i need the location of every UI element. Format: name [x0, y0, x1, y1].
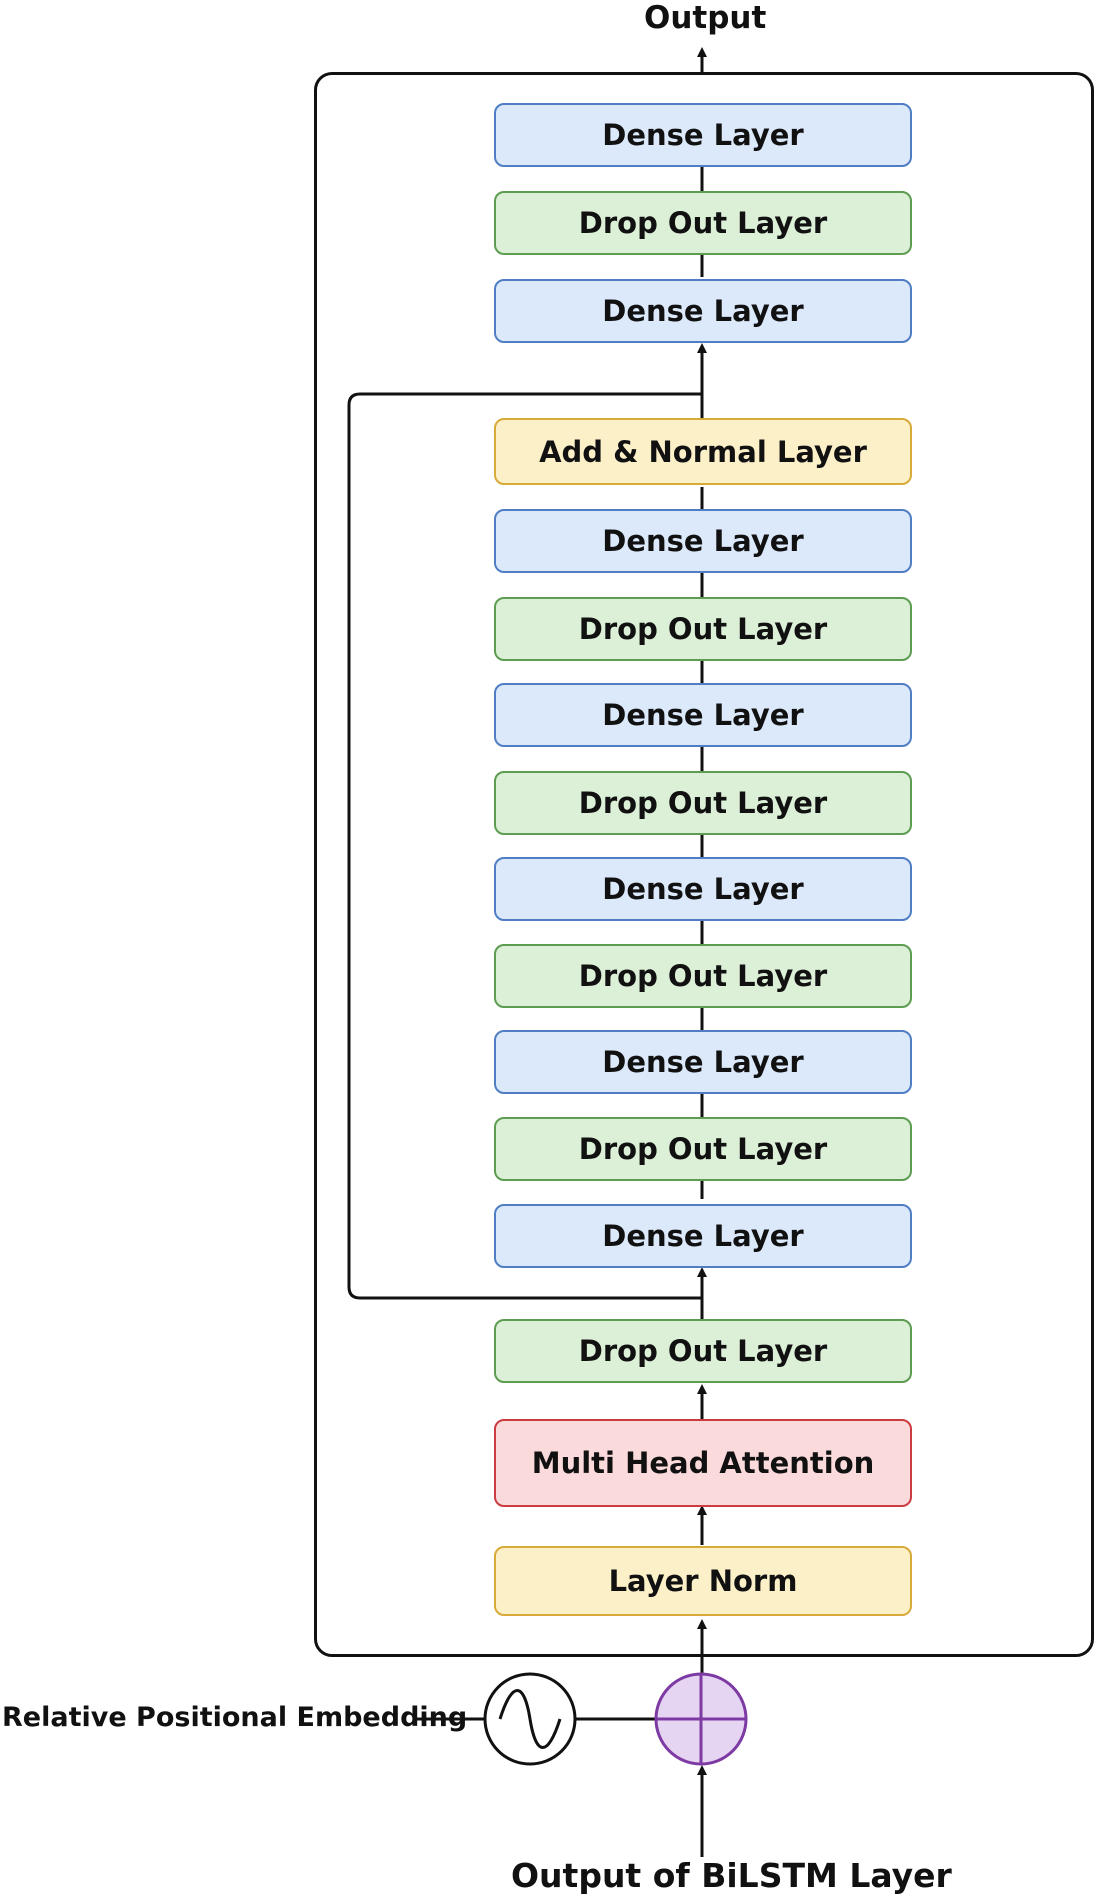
add-normal-layer: Add & Normal Layer — [494, 418, 912, 485]
dropout-layer-3: Drop Out Layer — [494, 944, 912, 1008]
dense-layer-3: Dense Layer — [494, 857, 912, 921]
dense-layer-top: Dense Layer — [494, 103, 912, 167]
dropout-layer-bottom: Drop Out Layer — [494, 1319, 912, 1383]
dropout-layer-2: Drop Out Layer — [494, 771, 912, 835]
dense-layer-2: Dense Layer — [494, 683, 912, 747]
dense-layer-5: Dense Layer — [494, 1204, 912, 1268]
dropout-layer-top: Drop Out Layer — [494, 191, 912, 255]
dense-layer-upper: Dense Layer — [494, 279, 912, 343]
embedding-label: Relative Positional Embedding — [2, 1702, 468, 1733]
residual-skip-line — [347, 392, 702, 1300]
input-label: Output of BiLSTM Layer — [511, 1856, 952, 1895]
sine-wave-icon — [483, 1672, 577, 1766]
output-label: Output — [644, 0, 767, 36]
adder-plus-icon — [654, 1672, 748, 1766]
dropout-layer-1: Drop Out Layer — [494, 597, 912, 661]
dense-layer-1: Dense Layer — [494, 509, 912, 573]
encoder-block-frame — [314, 72, 1094, 1657]
multi-head-attention-layer: Multi Head Attention — [494, 1419, 912, 1507]
layer-norm: Layer Norm — [494, 1546, 912, 1616]
dense-layer-4: Dense Layer — [494, 1030, 912, 1094]
dropout-layer-4: Drop Out Layer — [494, 1117, 912, 1181]
